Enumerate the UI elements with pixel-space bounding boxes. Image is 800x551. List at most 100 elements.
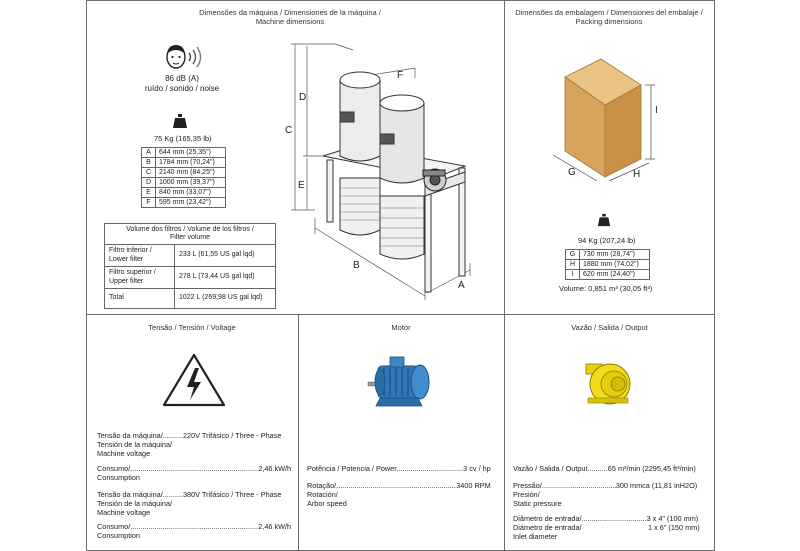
dim-value: 840 mm (33,07")	[155, 187, 226, 198]
dot-leader: ..........	[587, 464, 608, 473]
pack-weight-icon	[597, 213, 611, 227]
motor-title: Motor	[391, 323, 411, 332]
pressure-label-en: Static pressure	[513, 499, 562, 508]
inlet-line: Diâmetro de entrada/....................…	[513, 514, 698, 523]
dot-leader: .......................................	[581, 514, 647, 523]
consumption-line: Consumo/................................…	[97, 464, 291, 473]
volume-row-label-line1: Filtro inferior /	[109, 247, 152, 254]
dim-value: 1000 mm (39,37")	[155, 177, 226, 188]
packing-dims-title-line1: Dimensões da embalagem / Dimensiones del…	[515, 8, 703, 17]
packing-volume: Volume: 0,851 m³ (30,05 ft³)	[559, 284, 653, 293]
consumption-spec-1: Consumo/................................…	[97, 464, 291, 482]
divider-top-vertical	[504, 0, 505, 315]
voltage-title: Tensão / Tensión / Voltage	[148, 323, 236, 332]
power-label: Potência / Potencia / Power	[307, 464, 397, 473]
power-value: 3 cv / hp	[463, 464, 491, 473]
inlet-label-en: Inlet diameter	[513, 532, 558, 541]
voltage-spec-2: Tensão da máquina/..........380V Trifási…	[97, 490, 281, 517]
pack-letter-h: H	[633, 169, 640, 180]
inlet-value-1: 3 x 4" (100 mm)	[646, 514, 699, 523]
consumption-spec-2: Consumo/................................…	[97, 522, 291, 540]
flow-spec: Vazão / Salida / Output..........65 m³/m…	[513, 464, 696, 473]
dim-letter-e: E	[298, 180, 305, 191]
dim-value: 644 mm (25,35")	[155, 147, 226, 158]
volume-header-line1: Volume dos filtros / Volume de los filtr…	[126, 225, 254, 233]
pressure-line: Pressão/................................…	[513, 481, 697, 490]
high-voltage-warning-icon	[162, 353, 226, 407]
dim-key: G	[565, 249, 580, 260]
dot-leader: .....................................	[541, 481, 616, 490]
rotation-label: Rotação/	[307, 481, 337, 490]
dim-letter-c: C	[285, 125, 292, 136]
machine-dims-title-line1: Dimensões da máquina / Dimensiones de la…	[199, 8, 381, 17]
noise-value: 86 dB (A)	[165, 74, 199, 83]
output-title: Vazão / Salida / Output	[571, 323, 648, 332]
divider-bottom-right	[504, 314, 505, 551]
dot-leader: ..........	[162, 490, 183, 499]
noise-label: ruído / sonido / noise	[144, 83, 220, 93]
dim-key: F	[141, 197, 156, 208]
dim-letter-b: B	[353, 260, 360, 271]
dot-leader: ........................................…	[336, 481, 457, 490]
dim-letter-d: D	[299, 92, 306, 103]
voltage-value: 220V Trifásico / Three - Phase	[183, 431, 282, 440]
rotation-line: Rotação/................................…	[307, 481, 491, 490]
volume-row-label: Filtro superior / Upper filter	[104, 266, 175, 289]
consumption-label-en: Consumption	[97, 531, 140, 540]
inlet-label: Diâmetro de entrada/	[513, 514, 582, 523]
pressure-value: 300 mmca (11,81 inH2O)	[615, 481, 698, 490]
voltage-label: Tensão da máquina/	[97, 431, 163, 440]
machine-dims-title: Dimensões da máquina / Dimensiones de la…	[160, 8, 420, 26]
dot-leader: ........................................…	[130, 464, 259, 473]
divider-horizontal	[86, 314, 715, 315]
table-row: Filtro superior / Upper filter 278 L (73…	[104, 266, 276, 289]
packing-dims-title-line2: Packing dimensions	[575, 17, 643, 26]
consumption-line: Consumo/................................…	[97, 522, 291, 531]
packing-weight: 94 Kg (207,24 lb)	[578, 236, 636, 245]
dust-collector-drawing: C D E F B A	[285, 43, 471, 300]
consumption-label-en: Consumption	[97, 473, 140, 482]
inlet-spec: Diâmetro de entrada/....................…	[513, 514, 700, 541]
dim-value: 595 mm (23,42")	[155, 197, 226, 208]
volume-row-value: 278 L (73,44 US gal lqd)	[174, 266, 276, 289]
rotation-value: 3400 RPM	[456, 481, 491, 490]
flow-label: Vazão / Salida / Output	[513, 464, 588, 473]
machine-weight: 75 Kg (165,35 lb)	[154, 134, 212, 143]
inlet-label-es: Diámetro de entrada/	[513, 523, 582, 532]
filter-volume-table: Volume dos filtros / Volume de los filtr…	[104, 223, 276, 309]
pressure-label-es: Presión/	[513, 490, 540, 499]
dim-letter-f: F	[397, 70, 403, 81]
volume-row-label-line1: Filtro superior /	[109, 269, 156, 276]
dim-key: B	[141, 157, 156, 168]
motor-rotation-spec: Rotação/................................…	[307, 481, 491, 508]
voltage-line: Tensão da máquina/..........220V Trifási…	[97, 431, 281, 440]
dot-leader: .................................	[396, 464, 464, 473]
consumption-label: Consumo/	[97, 464, 131, 473]
noise-text: 86 dB (A) ruído / sonido / noise	[128, 74, 236, 93]
rotation-label-en: Arbor speed	[307, 499, 347, 508]
pack-letter-i: I	[655, 105, 658, 116]
consumption-value: 2,46 kW/h	[258, 522, 292, 531]
dim-key: E	[141, 187, 156, 198]
electric-motor-icon	[367, 356, 430, 407]
power-line: Potência / Potencia / Power.............…	[307, 464, 491, 473]
packing-dims-title: Dimensões da embalagem / Dimensiones del…	[508, 8, 710, 26]
table-row: Filtro inferior / Lower filter 233 L (61…	[104, 244, 276, 267]
weight-icon	[173, 114, 187, 128]
table-header: Volume dos filtros / Volume de los filtr…	[104, 223, 276, 245]
motor-power-spec: Potência / Potencia / Power.............…	[307, 464, 491, 473]
dim-key: H	[565, 259, 580, 270]
volume-row-label: Filtro inferior / Lower filter	[104, 244, 175, 267]
volume-row-value: 1022 L (269,98 US gal lqd)	[174, 288, 276, 309]
dim-letter-a: A	[458, 280, 465, 291]
volume-row-label-line2: Upper filter	[109, 277, 144, 285]
voltage-label-es: Tensión de la máquina/	[97, 440, 173, 449]
